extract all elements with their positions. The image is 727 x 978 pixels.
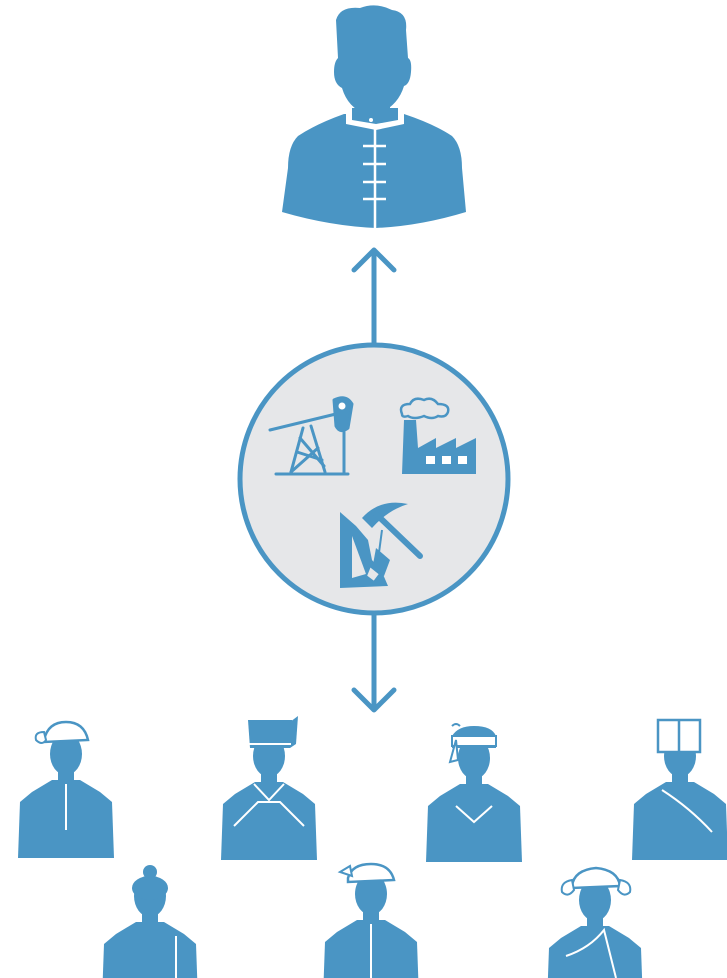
oil-pump-icon — [268, 396, 354, 476]
factory-icon — [399, 397, 476, 474]
leader-person-icon — [282, 5, 466, 228]
hub-circle — [237, 342, 511, 616]
person-wrapped-turban-icon — [18, 720, 114, 858]
mining-pickaxe-icon — [340, 502, 423, 588]
person-tall-hat-icon — [221, 716, 317, 860]
person-hair-bun-icon — [102, 865, 198, 978]
person-wide-turban-icon — [547, 866, 643, 978]
arrow-up — [351, 247, 397, 347]
person-box-hat-icon — [632, 718, 727, 860]
person-turban-icon — [323, 862, 419, 978]
person-headband-icon — [426, 723, 522, 862]
arrow-down — [351, 611, 397, 713]
